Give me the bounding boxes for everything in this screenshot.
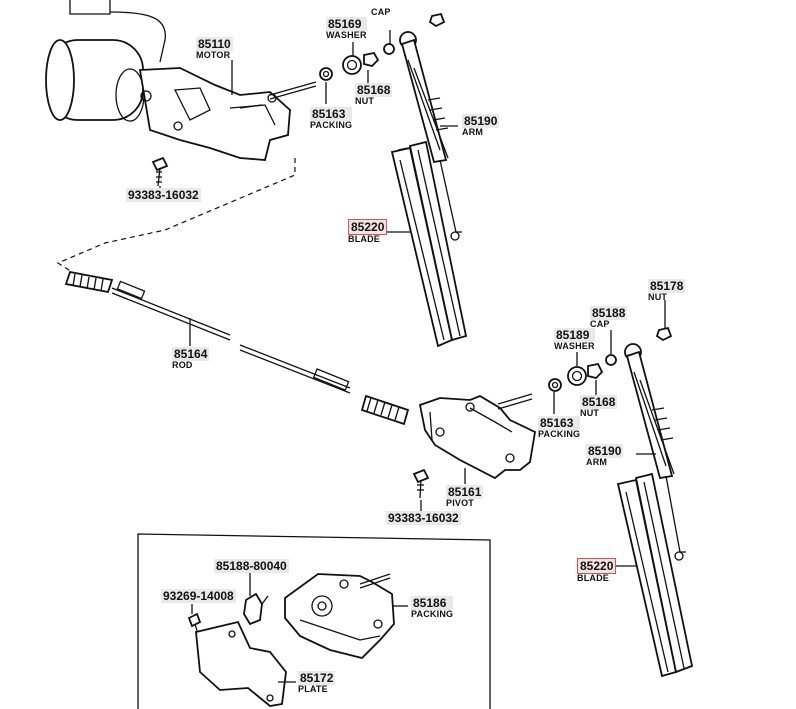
part-number: 85220 bbox=[348, 219, 388, 235]
part-number: 85186 bbox=[411, 596, 454, 610]
label-85188-80040: 85188-80040 bbox=[214, 559, 289, 573]
part-number: 85163 bbox=[538, 416, 581, 430]
part-number: 85164 bbox=[172, 347, 210, 361]
part-number: 85168 bbox=[355, 83, 393, 97]
label-85161-pivot: 85161 PIVOT bbox=[446, 485, 484, 508]
part-name: BLADE bbox=[577, 573, 609, 583]
part-number: 85172 bbox=[298, 671, 336, 685]
label-85190-arm: 85190 ARM bbox=[462, 114, 500, 137]
label-85110-motor: 85110 MOTOR bbox=[196, 37, 233, 60]
label-85220-blade-top: 85220 BLADE bbox=[348, 219, 388, 244]
leader-lines bbox=[159, 30, 666, 683]
part-number: 93383-16032 bbox=[386, 511, 461, 525]
part-number: 85190 bbox=[462, 114, 500, 128]
top-blade-drawing bbox=[390, 140, 468, 348]
part-name: ARM bbox=[462, 127, 484, 137]
top-arm-drawing bbox=[399, 31, 462, 241]
part-name: CAP bbox=[590, 319, 610, 329]
part-number: 85163 bbox=[310, 107, 353, 121]
label-85168-nut: 85168 NUT bbox=[355, 83, 393, 106]
pivot-drawing bbox=[412, 393, 536, 499]
rod-drawing bbox=[64, 270, 410, 426]
part-number: 85178 bbox=[648, 279, 686, 293]
part-name: CAP bbox=[371, 7, 391, 17]
label-85163-packing: 85163 PACKING bbox=[310, 107, 353, 130]
part-name: PACKING bbox=[538, 429, 581, 439]
label-85168-cap-top: 85168 CAP bbox=[371, 0, 408, 17]
label-85178-nut: 85178 NUT bbox=[648, 279, 686, 302]
label-85190-arm-right: 85190 ARM bbox=[586, 444, 624, 467]
part-number: 85161 bbox=[446, 485, 484, 499]
part-name: ARM bbox=[586, 457, 608, 467]
label-85169-washer: 85169 WASHER bbox=[326, 17, 367, 40]
part-name: PACKING bbox=[411, 609, 454, 619]
part-name: MOTOR bbox=[196, 50, 231, 60]
part-number: 85110 bbox=[196, 37, 233, 51]
part-number: 85188 bbox=[590, 306, 628, 320]
part-number: 85169 bbox=[326, 17, 367, 31]
part-number: 93383-16032 bbox=[126, 188, 201, 202]
right-pivot-hardware bbox=[548, 326, 673, 392]
part-name: WASHER bbox=[326, 30, 367, 40]
label-93383-16032-bottom: 93383-16032 bbox=[386, 511, 461, 525]
part-number: 85168 bbox=[580, 395, 618, 409]
label-93269-14008: 93269-14008 bbox=[161, 589, 236, 603]
label-85168-nut-right: 85168 NUT bbox=[580, 395, 618, 418]
part-name: ROD bbox=[172, 360, 193, 370]
part-name: NUT bbox=[355, 96, 375, 106]
part-name: PLATE bbox=[298, 684, 328, 694]
right-blade-drawing bbox=[616, 472, 694, 678]
motor-drawing bbox=[45, 0, 317, 187]
part-number: 85188-80040 bbox=[214, 559, 289, 573]
part-number: 85190 bbox=[586, 444, 624, 458]
inset-drawing bbox=[137, 533, 491, 709]
part-name: PACKING bbox=[310, 120, 353, 130]
part-name: PIVOT bbox=[446, 498, 475, 508]
part-number: 85220 bbox=[577, 558, 617, 574]
label-85172-plate: 85172 PLATE bbox=[298, 671, 336, 694]
label-85186-packing: 85186 PACKING bbox=[411, 596, 454, 619]
label-85188-cap: 85188 CAP bbox=[590, 306, 628, 329]
part-name: NUT bbox=[580, 408, 600, 418]
part-number: 93269-14008 bbox=[161, 589, 236, 603]
part-name: NUT bbox=[648, 292, 668, 302]
label-85164-rod: 85164 ROD bbox=[172, 347, 210, 370]
part-number: 85189 bbox=[554, 328, 595, 342]
part-name: WASHER bbox=[554, 341, 595, 351]
top-pivot-hardware bbox=[319, 12, 446, 81]
part-name: BLADE bbox=[348, 234, 380, 244]
right-arm-drawing bbox=[624, 343, 686, 561]
label-93383-16032-top: 93383-16032 bbox=[126, 188, 201, 202]
label-85220-blade-right: 85220 BLADE bbox=[577, 558, 617, 583]
label-85163-packing-right: 85163 PACKING bbox=[538, 416, 581, 439]
label-85189-washer-right: 85189 WASHER bbox=[554, 328, 595, 351]
